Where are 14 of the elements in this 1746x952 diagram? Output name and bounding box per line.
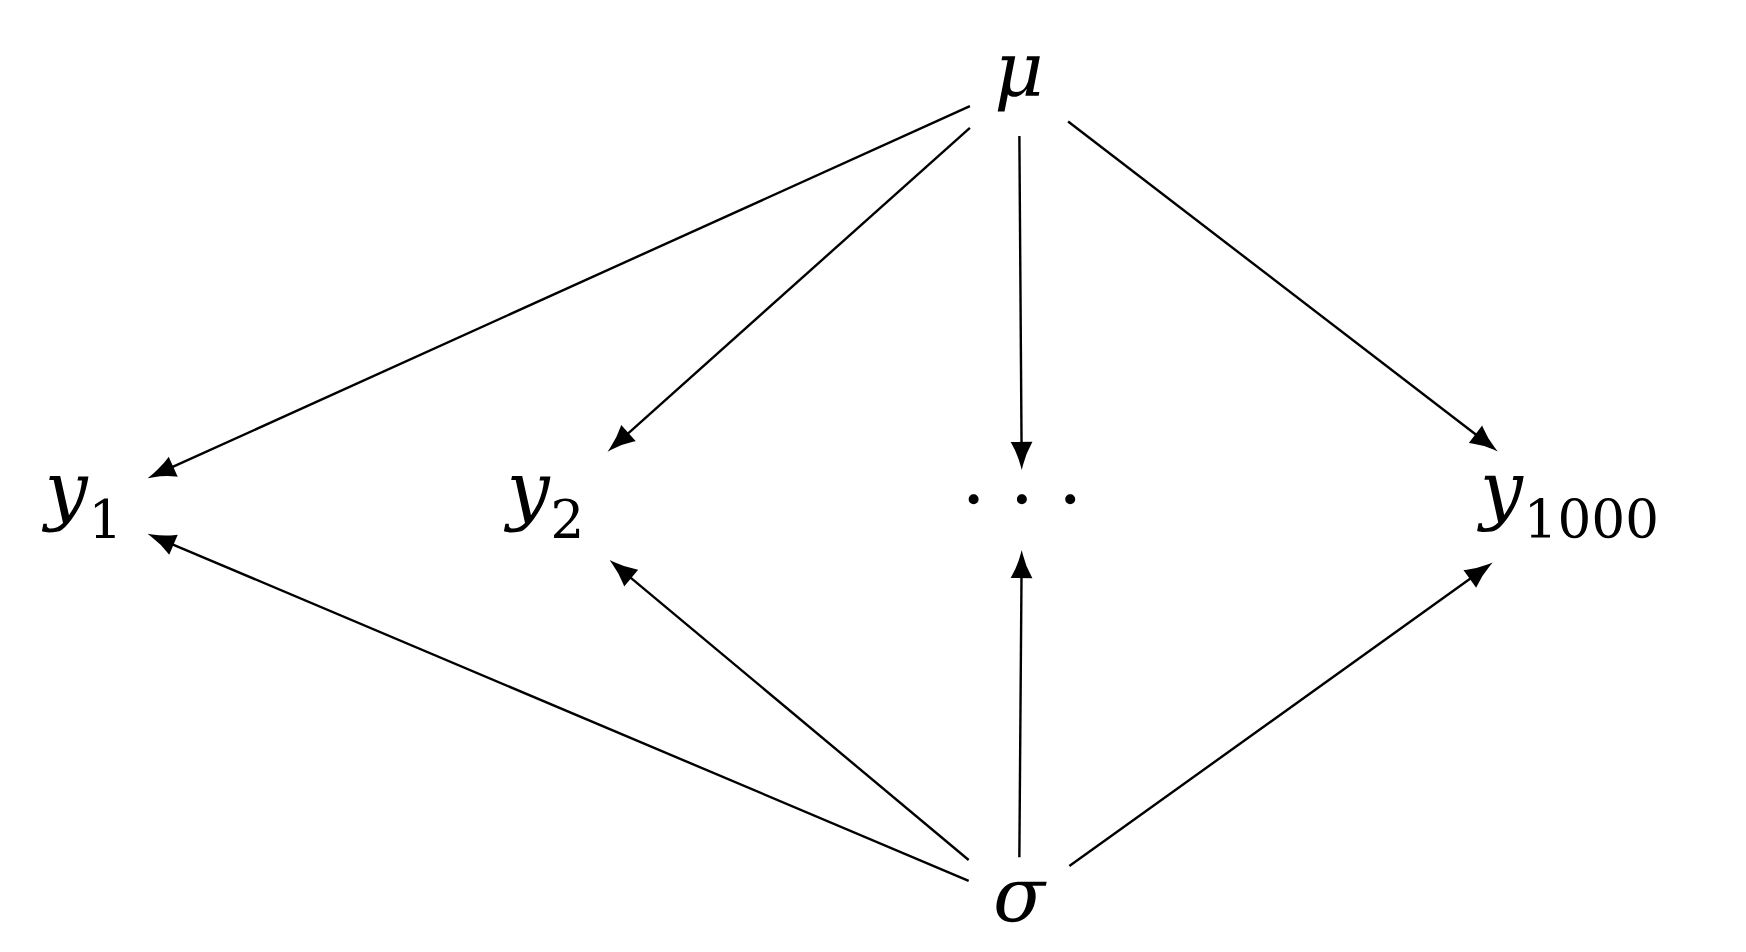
arrow <box>612 561 970 861</box>
symbol-label: y$_{2}$ <box>503 476 580 538</box>
symbol-label: · · · <box>968 494 1076 505</box>
symbol-label: μ <box>997 56 1040 112</box>
arrow <box>150 534 970 882</box>
symbol-label: σ <box>996 881 1047 923</box>
symbol-label: y$_{1}$ <box>41 476 115 538</box>
arrow <box>610 126 971 450</box>
arrow <box>1068 564 1490 867</box>
arrow <box>1011 553 1032 858</box>
arrow <box>150 105 971 478</box>
symbol-label: y$_{1000}$ <box>1477 475 1656 539</box>
arrow <box>1067 120 1496 450</box>
arrow <box>1011 136 1032 467</box>
